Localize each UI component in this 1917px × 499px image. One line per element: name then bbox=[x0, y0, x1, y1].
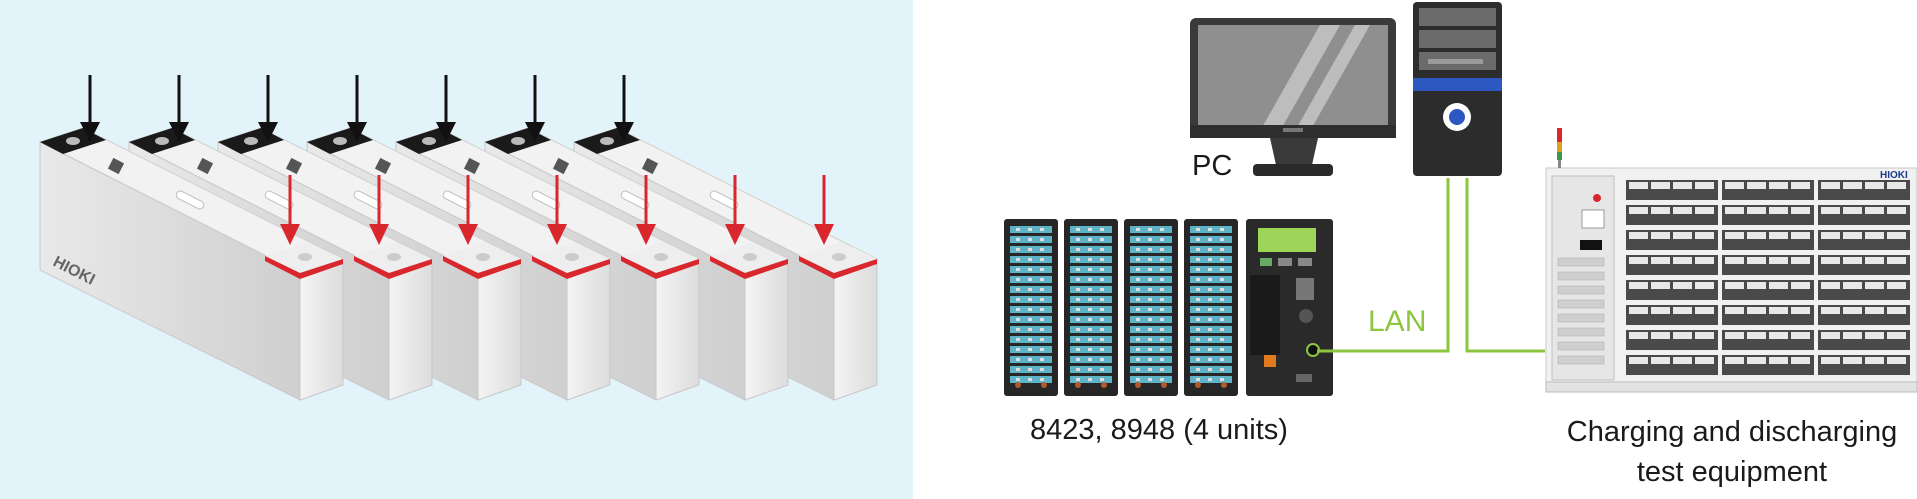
equipment-label-line-2: test equipment bbox=[1636, 456, 1828, 488]
probe-arrow-negative bbox=[614, 75, 634, 142]
pc-monitor-icon bbox=[1190, 18, 1396, 176]
probe-arrow-negative bbox=[80, 75, 100, 142]
probe-arrow-positive bbox=[280, 175, 300, 245]
probe-arrow-positive bbox=[547, 175, 567, 245]
probe-arrow-negative bbox=[347, 75, 367, 142]
lan-label: LAN bbox=[1368, 305, 1427, 338]
probe-arrow-positive bbox=[814, 175, 834, 245]
logger-module bbox=[1004, 219, 1058, 396]
probe-arrow-negative bbox=[169, 75, 189, 142]
probe-arrow-positive bbox=[369, 175, 389, 245]
pc-tower-icon bbox=[1413, 2, 1502, 176]
logger-module bbox=[1064, 219, 1118, 396]
probe-arrow-positive bbox=[725, 175, 745, 245]
pc-label: PC bbox=[1192, 150, 1233, 182]
lan-connection-lines bbox=[1317, 178, 1545, 353]
data-logger-icon bbox=[1004, 219, 1333, 396]
probe-arrow-negative bbox=[436, 75, 456, 142]
equipment-label: Charging and discharging test equipment bbox=[1552, 412, 1912, 492]
probe-arrow-positive bbox=[458, 175, 478, 245]
probe-arrow-positive bbox=[636, 175, 656, 245]
equipment-label-line-1: Charging and discharging bbox=[1566, 416, 1898, 448]
probe-arrow-negative bbox=[525, 75, 545, 142]
logger-main-unit bbox=[1246, 219, 1333, 396]
logger-module bbox=[1184, 219, 1238, 396]
probe-arrows bbox=[80, 75, 834, 245]
probe-arrow-negative bbox=[258, 75, 278, 142]
battery-cell bbox=[38, 127, 345, 401]
data-logger-label: 8423, 8948 (4 units) bbox=[1030, 414, 1288, 446]
battery-cell-stack: HIOKI bbox=[38, 127, 879, 401]
charge-discharge-equipment-icon: HIOKI bbox=[1545, 128, 1917, 393]
equipment-brand-logo: HIOKI bbox=[1880, 170, 1908, 181]
logger-module bbox=[1124, 219, 1178, 396]
